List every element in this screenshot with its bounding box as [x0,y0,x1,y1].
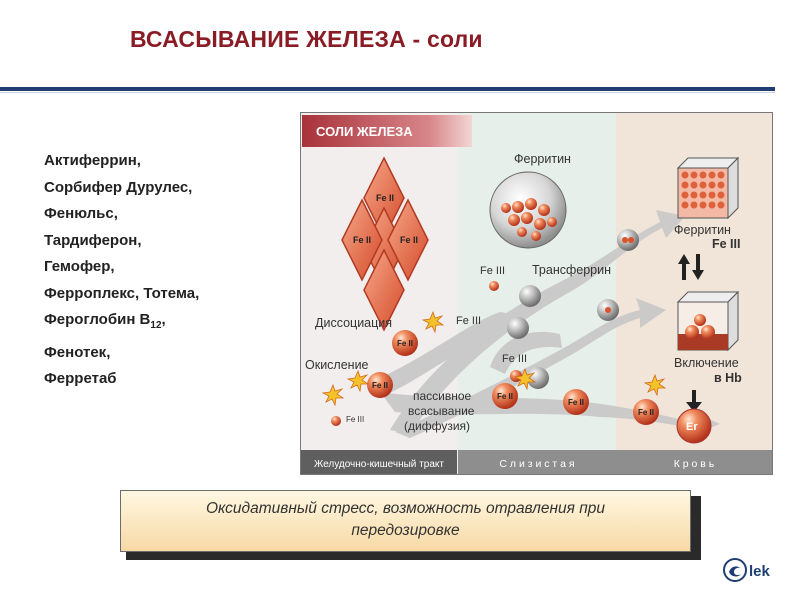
callout-line: Оксидативный стресс, возможность отравле… [205,500,606,517]
fe3-small-label: Fe III [346,415,364,424]
drug-b12-sub: 12 [150,320,162,331]
passive-label: пассивное [413,389,472,403]
ferritin-core [501,198,557,241]
fe2-sphere-label: Fe II [568,398,584,407]
diagram-header: СОЛИ ЖЕЛЕЗА [316,124,413,139]
fe3-label: Fe III [456,315,481,327]
drug-item: Гемофер, [44,258,115,275]
transferrin-spheres [507,229,639,389]
transferrin-label: Трансферрин [532,263,611,277]
dissociation-label: Диссоциация [315,316,392,330]
fe3-right-label: Fe III [712,237,740,251]
flow-arrows [370,210,720,438]
fe2-sphere-label: Fe II [372,381,388,390]
inclusion-hb-label: в Hb [714,371,742,385]
fe3-label: Fe III [502,353,527,365]
drug-b12-suffix: , [161,311,166,328]
fe2-label: Fe II [376,193,394,203]
drug-item: Фенотек, [44,343,111,361]
zone-mucosa-label: С л и з и с т а я [499,458,574,470]
zone-blood-label: К р о в ь [674,458,715,470]
fe2-sphere-label: Fe II [497,392,513,401]
drug-item-b12: Фероглобин В12, [44,307,199,340]
drug-item: Сорбифер Дурулес, [44,178,193,196]
logo-text: lek [749,563,771,580]
passive-label: всасывание [408,404,475,418]
oxidation-sparks [321,310,667,407]
ferritin-right-label: Ферритин [674,223,731,237]
erythrocyte [676,408,712,444]
iron-spheres [331,281,659,426]
warning-callout: Оксидативный стресс, возможность отравле… [120,490,691,552]
down-arrow [686,390,702,412]
iron-salt-crystals [341,156,429,332]
zone-gi-label: Желудочно-кишечный тракт [314,459,444,470]
fe2-label: Fe II [400,235,418,245]
er-label: Er [686,421,698,433]
lek-logo: lek [723,558,771,582]
drug-item: Ферроплекс, Тотема, [44,284,200,302]
drug-item: Фенюльс, [44,205,118,222]
fe2-sphere-label: Fe II [397,339,413,348]
fe3-label: Fe III [480,265,505,277]
header-rule-thin [0,92,775,93]
drug-item: Тардиферон, [44,231,142,249]
fe2-label: Fe II [353,235,371,245]
exchange-arrows [678,254,704,280]
drug-item: Ферретаб [44,370,117,387]
header-rule [0,87,775,91]
inclusion-label: Включение [674,356,739,370]
ferritin-sphere [489,171,567,249]
drug-item: Актиферрин, [44,152,141,169]
ferritin-box [676,156,740,220]
passive-label: (диффузия) [404,419,470,433]
iron-absorption-diagram: СОЛИ ЖЕЛЕЗА Желудочно-кишечный тракт С л… [300,112,773,475]
fe2-sphere-label: Fe II [638,408,654,417]
diagram-header-bg [302,115,472,147]
callout-line: передозировке [351,522,460,539]
drug-b12-name: Фероглобин В [44,311,151,328]
slide-title: ВСАСЫВАНИЕ ЖЕЛЕЗА - соли [130,26,483,52]
oxidation-label: Окисление [305,358,369,372]
hb-box [676,290,740,352]
drug-list: Актиферрин, Сорбифер Дурулес, Фенюльс, Т… [44,148,199,393]
ferritin-label: Ферритин [514,152,571,166]
